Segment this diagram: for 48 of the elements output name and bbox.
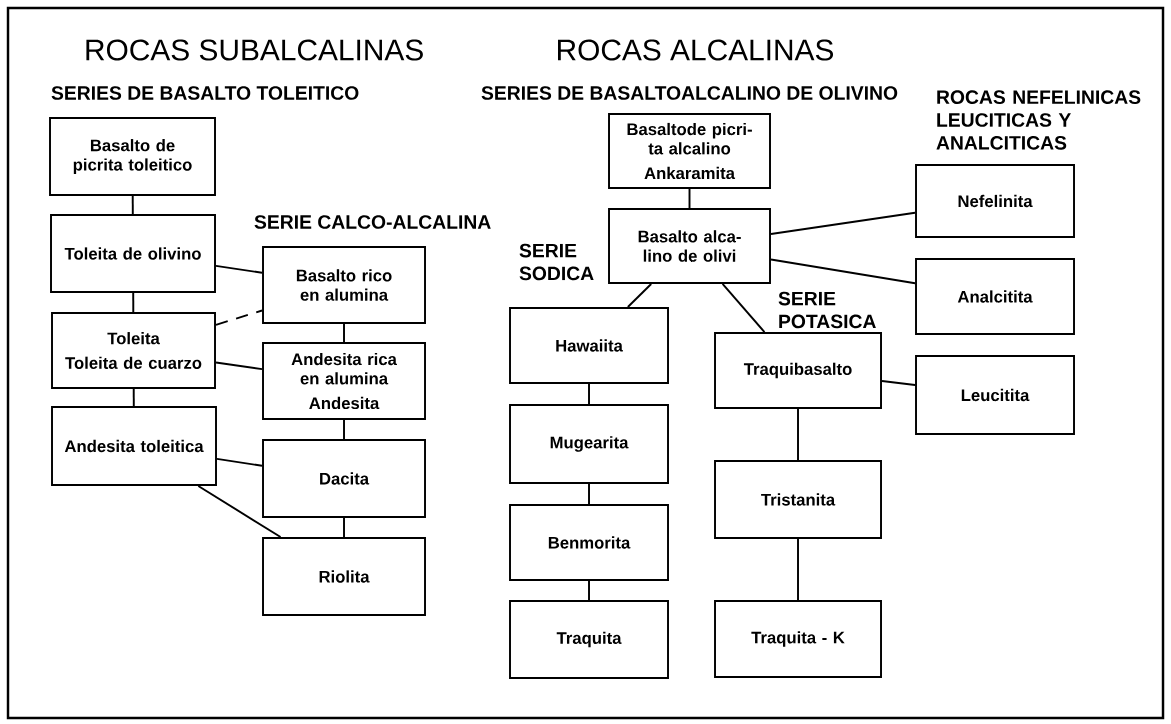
heading: ROCAS ALCALINAS: [558, 39, 834, 61]
rock-box: Nefelinita: [915, 164, 1075, 238]
connector-line: [588, 580, 590, 601]
heading: SERIE CALCO-ALCALINA: [254, 215, 491, 229]
rock-box: Mugearita: [509, 404, 669, 484]
connector-line: [881, 380, 916, 387]
connector-line: [721, 283, 766, 333]
heading: ROCAS SUBALCALINAS: [86, 39, 423, 61]
rock-box: Andesita rica en alumina Andesita: [262, 342, 426, 420]
heading: SERIE POTASICA: [778, 291, 876, 329]
connector-line: [215, 309, 263, 326]
connector-line: [343, 419, 345, 440]
rock-box: Toleita Toleita de cuarzo: [51, 312, 216, 389]
connector-line: [770, 211, 916, 235]
connector-line: [215, 361, 263, 371]
connector-line: [343, 323, 345, 343]
connector-line: [688, 188, 691, 209]
rock-box: Riolita: [262, 537, 426, 616]
rock-box: Traquita: [509, 600, 669, 679]
connector-line: [215, 264, 263, 274]
connector-line: [588, 383, 590, 405]
rock-box: Benmorita: [509, 504, 669, 581]
rock-box: Basalto rico en alumina: [262, 246, 426, 324]
heading: SERIES DE BASALTO TOLEITICO: [51, 86, 359, 100]
connector-line: [343, 517, 345, 538]
rock-box: Leucitita: [915, 355, 1075, 435]
heading: SERIE SODICA: [519, 243, 594, 281]
rock-box: Andesita toleitica: [51, 406, 217, 486]
connector-line: [797, 408, 799, 461]
rock-box: Traquita - K: [714, 600, 882, 678]
rock-box: Basaltode picri- ta alcalino Ankaramita: [608, 113, 771, 189]
rock-box: Hawaiita: [509, 307, 669, 384]
rock-box: Tristanita: [714, 460, 882, 539]
rock-box: Dacita: [262, 439, 426, 518]
connector-line: [626, 283, 653, 308]
connector-line: [197, 485, 282, 538]
connector-line: [216, 457, 263, 467]
rock-box: Basalto alca- lino de olivi: [608, 208, 771, 284]
connector-line: [588, 483, 590, 505]
rock-box: Basalto de picrita toleitico: [49, 117, 216, 196]
rock-box: Traquibasalto: [714, 332, 882, 409]
connector-line: [132, 388, 135, 407]
connector-line: [797, 538, 799, 601]
rock-box: Analcitita: [915, 258, 1075, 335]
connector-line: [770, 258, 916, 285]
connector-line: [131, 195, 134, 215]
rock-box: Toleita de olivino: [50, 214, 216, 293]
connector-line: [132, 292, 135, 313]
